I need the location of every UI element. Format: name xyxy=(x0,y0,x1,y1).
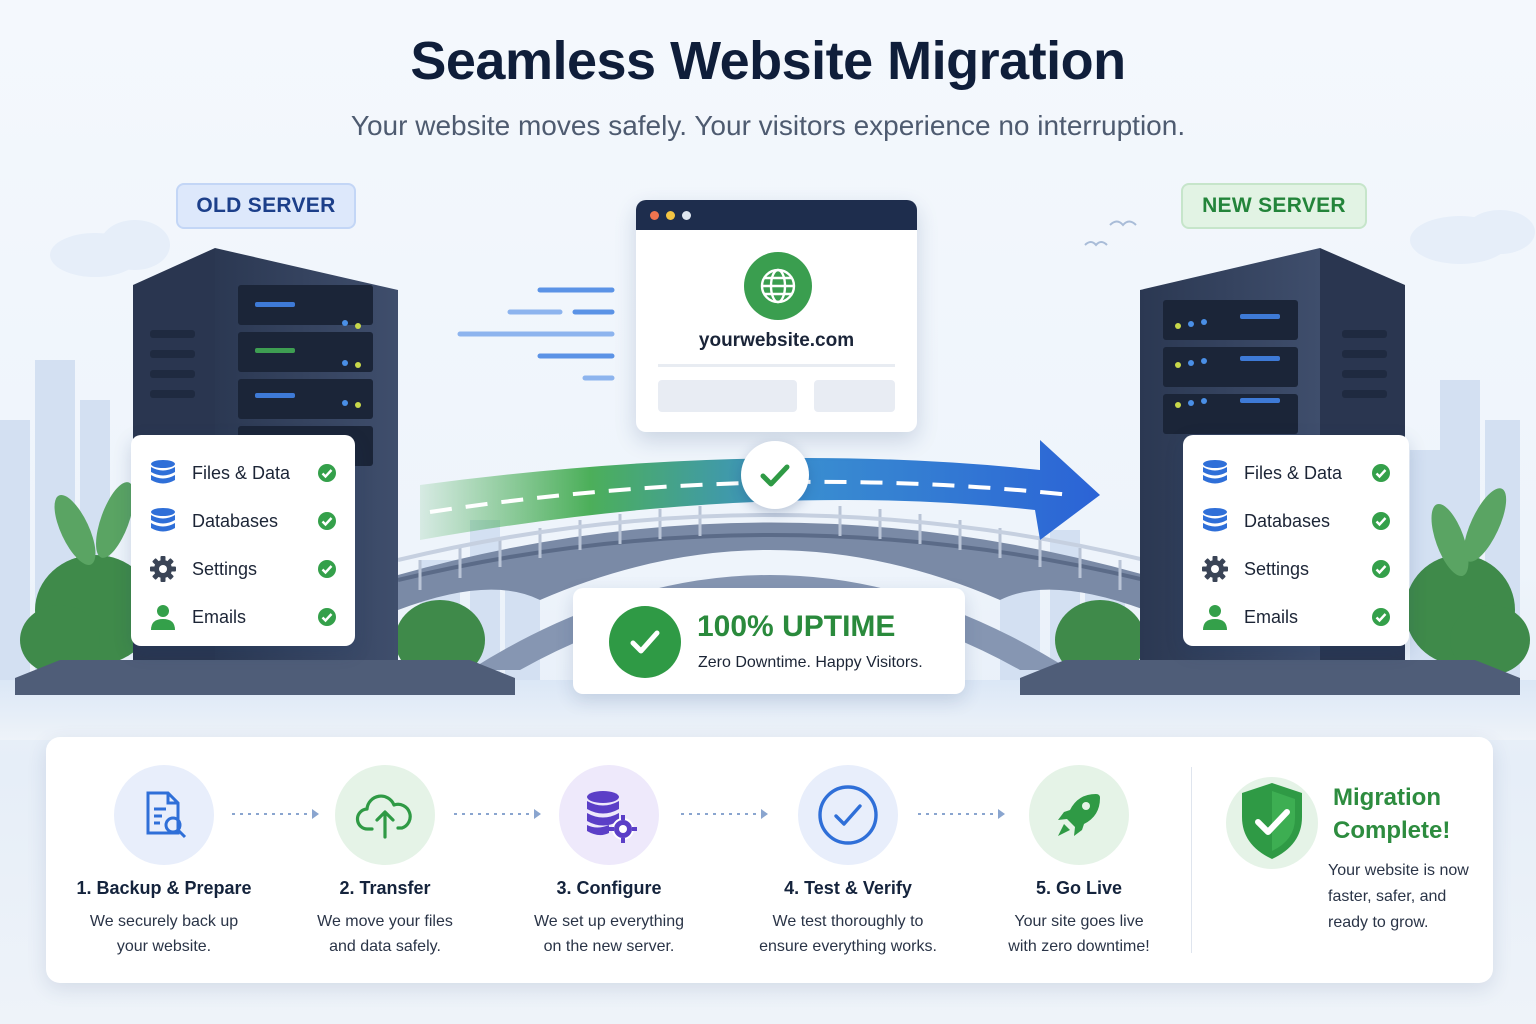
check-circle-icon xyxy=(798,765,898,865)
checklist-label: Databases xyxy=(1244,510,1331,531)
complete-desc-line: faster, safer, and xyxy=(1328,888,1447,905)
check-icon xyxy=(317,511,337,531)
check-icon xyxy=(1371,607,1391,627)
step-description: We set up everything on the new server. xyxy=(494,909,724,959)
step-description: We move your files and data safely. xyxy=(270,909,500,959)
divider xyxy=(1191,767,1192,953)
rocket-icon xyxy=(1029,765,1129,865)
step-title: 5. Go Live xyxy=(1035,878,1123,898)
checklist-item-files: Files & Data xyxy=(1201,449,1391,497)
complete-title-line: Migration xyxy=(1333,784,1441,811)
dotted-arrow-icon xyxy=(681,809,768,819)
new-server-checklist: Files & Data Databases Settings Emails xyxy=(1183,435,1409,646)
database-icon xyxy=(149,507,177,535)
user-icon xyxy=(149,603,177,631)
migration-steps-panel: 1. Backup & Prepare We securely back up … xyxy=(46,737,1493,983)
birds xyxy=(1084,220,1137,247)
divider xyxy=(658,364,895,367)
shield-check-icon xyxy=(1226,777,1318,869)
checklist-item-settings: Settings xyxy=(149,545,337,593)
step-description: Your site goes live with zero downtime! xyxy=(964,909,1194,959)
step-desc-line: We move your files xyxy=(317,913,453,930)
step-desc-line: and data safely. xyxy=(329,938,441,955)
gear-icon xyxy=(149,555,177,583)
step-desc-line: Your site goes live xyxy=(1014,913,1144,930)
checklist-label: Databases xyxy=(192,510,279,531)
dotted-arrow-icon xyxy=(454,809,541,819)
checklist-label: Emails xyxy=(1244,606,1299,627)
old-server-tag: OLD SERVER xyxy=(176,183,356,229)
uptime-subtitle: Zero Downtime. Happy Visitors. xyxy=(698,654,923,671)
check-icon xyxy=(317,559,337,579)
check-icon xyxy=(317,607,337,627)
content-placeholder xyxy=(814,380,895,412)
dotted-arrow-icon xyxy=(918,809,1005,819)
complete-title-line: Complete! xyxy=(1333,817,1451,844)
window-dot-icon xyxy=(666,210,675,220)
browser-titlebar xyxy=(636,200,917,230)
step-desc-line: on the new server. xyxy=(543,938,675,955)
step-title: 2. Transfer xyxy=(339,878,431,898)
cloud-upload-icon xyxy=(335,765,435,865)
checklist-label: Emails xyxy=(192,606,247,627)
complete-title: Migration Complete! xyxy=(1333,781,1483,847)
complete-description: Your website is now faster, safer, and r… xyxy=(1328,858,1488,936)
uptime-card: 100% UPTIME Zero Downtime. Happy Visitor… xyxy=(573,588,965,694)
check-icon xyxy=(1371,559,1391,579)
bushes xyxy=(20,555,1530,680)
check-circle-icon xyxy=(609,606,681,678)
user-icon xyxy=(1201,603,1229,631)
checklist-label: Files & Data xyxy=(192,462,291,483)
database-icon xyxy=(149,459,177,487)
step-desc-line: ensure everything works. xyxy=(759,938,937,955)
website-browser-window: yourwebsite.com xyxy=(636,200,917,432)
page-title: Seamless Website Migration xyxy=(410,31,1126,91)
globe-icon xyxy=(744,252,812,320)
check-icon xyxy=(1371,463,1391,483)
website-domain: yourwebsite.com xyxy=(698,330,855,351)
checklist-item-databases: Databases xyxy=(149,497,337,545)
window-dot-icon xyxy=(650,210,659,220)
step-title: 1. Backup & Prepare xyxy=(76,878,252,898)
checklist-item-files: Files & Data xyxy=(149,449,337,497)
content-placeholder xyxy=(658,380,797,412)
document-search-icon xyxy=(114,765,214,865)
checklist-item-emails: Emails xyxy=(1201,593,1391,641)
step-desc-line: with zero downtime! xyxy=(1008,938,1150,955)
uptime-title: 100% UPTIME xyxy=(697,610,896,643)
complete-desc-line: Your website is now xyxy=(1328,862,1469,879)
clouds xyxy=(50,210,1535,277)
old-server-checklist: Files & Data Databases Settings Emails xyxy=(131,435,355,646)
bridge-check-icon xyxy=(741,441,809,509)
step-title: 3. Configure xyxy=(556,878,662,898)
step-desc-line: We test thoroughly to xyxy=(772,913,924,930)
check-icon xyxy=(1371,511,1391,531)
step-desc-line: We securely back up xyxy=(89,913,239,930)
check-icon xyxy=(317,463,337,483)
new-server-tag: NEW SERVER xyxy=(1181,183,1367,229)
window-dot-icon xyxy=(682,210,691,220)
step-description: We securely back up your website. xyxy=(49,909,279,959)
step-desc-line: We set up everything xyxy=(533,913,684,930)
step-title: 4. Test & Verify xyxy=(784,878,912,898)
database-gear-icon xyxy=(559,765,659,865)
server-bases xyxy=(15,660,1520,695)
checklist-item-databases: Databases xyxy=(1201,497,1391,545)
dotted-arrow-icon xyxy=(232,809,319,819)
checklist-label: Settings xyxy=(192,558,258,579)
gear-icon xyxy=(1201,555,1229,583)
checklist-item-emails: Emails xyxy=(149,593,337,641)
step-description: We test thoroughly to ensure everything … xyxy=(733,909,963,959)
complete-desc-line: ready to grow. xyxy=(1328,914,1429,931)
page-subtitle: Your website moves safely. Your visitors… xyxy=(350,110,1186,141)
database-icon xyxy=(1201,507,1229,535)
checklist-label: Files & Data xyxy=(1244,462,1343,483)
database-icon xyxy=(1201,459,1229,487)
speed-lines xyxy=(457,287,615,381)
checklist-label: Settings xyxy=(1244,558,1310,579)
checklist-item-settings: Settings xyxy=(1201,545,1391,593)
step-desc-line: your website. xyxy=(116,938,212,955)
